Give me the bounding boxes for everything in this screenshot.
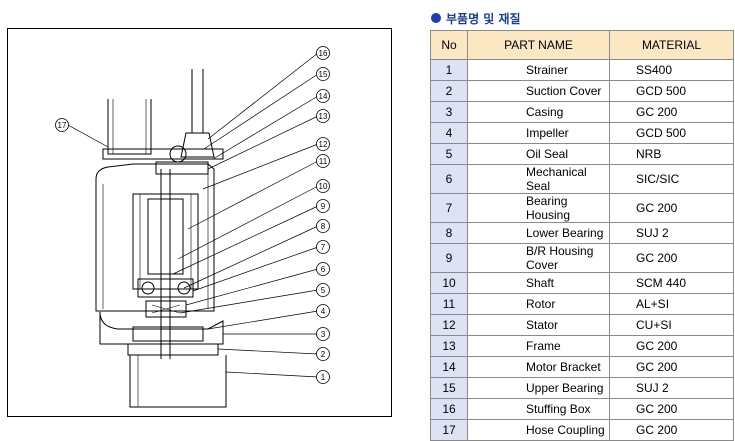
row-no: 2 [430, 80, 468, 102]
row-no: 13 [430, 335, 468, 357]
row-no: 11 [430, 293, 468, 315]
row-part-name: Stator [467, 314, 610, 336]
row-no: 8 [430, 222, 468, 244]
row-part-name: Oil Seal [467, 143, 610, 165]
row-part-name: Upper Bearing [467, 377, 610, 399]
row-part-name: Stuffing Box [467, 398, 610, 420]
section-title: 부품명 및 재질 [431, 9, 521, 27]
row-part-name: Frame [467, 335, 610, 357]
row-material: GC 200 [609, 243, 734, 273]
row-part-name: Strainer [467, 59, 610, 81]
callout-13: 13 [319, 112, 328, 121]
row-no: 9 [430, 243, 468, 273]
row-part-name: Motor Bracket [467, 356, 610, 378]
title-bullet-icon [431, 13, 441, 23]
callout-1: 1 [321, 373, 326, 382]
row-no: 4 [430, 122, 468, 144]
row-no: 3 [430, 101, 468, 123]
callout-16: 16 [319, 49, 328, 58]
row-part-name: Lower Bearing [467, 222, 610, 244]
callout-17: 17 [58, 121, 67, 130]
callout-2: 2 [321, 350, 326, 359]
header-material: MATERIAL [609, 30, 734, 60]
pump-cross-section-diagram: 16 15 14 13 12 11 10 9 8 7 6 5 4 [7, 28, 392, 417]
row-material: CU+SI [609, 314, 734, 336]
row-part-name: Rotor [467, 293, 610, 315]
row-material: GC 200 [609, 356, 734, 378]
header-no: No [430, 30, 468, 60]
row-part-name: Impeller [467, 122, 610, 144]
row-material: GC 200 [609, 335, 734, 357]
callout-4: 4 [321, 307, 326, 316]
row-no: 6 [430, 164, 468, 194]
row-material: GC 200 [609, 101, 734, 123]
callout-7: 7 [321, 243, 326, 252]
row-no: 16 [430, 398, 468, 420]
row-part-name: Casing [467, 101, 610, 123]
row-material: SUJ 2 [609, 222, 734, 244]
row-material: GCD 500 [609, 122, 734, 144]
row-part-name: Suction Cover [467, 80, 610, 102]
pump-drawing: 16 15 14 13 12 11 10 9 8 7 6 5 4 [55, 46, 330, 408]
callout-3: 3 [321, 330, 326, 339]
row-material: NRB [609, 143, 734, 165]
row-material: SUJ 2 [609, 377, 734, 399]
row-material: AL+SI [609, 293, 734, 315]
row-material: SIC/SIC [609, 164, 734, 194]
row-no: 14 [430, 356, 468, 378]
row-no: 15 [430, 377, 468, 399]
row-no: 10 [430, 272, 468, 294]
row-no: 7 [430, 193, 468, 223]
row-material: SS400 [609, 59, 734, 81]
callout-10: 10 [319, 182, 328, 191]
callout-9: 9 [321, 202, 326, 211]
callout-6: 6 [321, 265, 326, 274]
row-no: 1 [430, 59, 468, 81]
row-no: 12 [430, 314, 468, 336]
row-no: 5 [430, 143, 468, 165]
row-part-name: Bearing Housing [467, 193, 610, 223]
callout-11: 11 [319, 157, 328, 166]
callout-5: 5 [321, 286, 326, 295]
title-text: 부품명 및 재질 [446, 11, 521, 26]
row-material: GC 200 [609, 193, 734, 223]
row-material: GCD 500 [609, 80, 734, 102]
callout-8: 8 [321, 222, 326, 231]
row-material: GC 200 [609, 398, 734, 420]
callout-12: 12 [319, 140, 328, 149]
row-part-name: B/R Housing Cover [467, 243, 610, 273]
header-part-name: PART NAME [467, 30, 610, 60]
callout-14: 14 [319, 92, 328, 101]
row-part-name: Shaft [467, 272, 610, 294]
row-part-name: Mechanical Seal [467, 164, 610, 194]
table-header-row: No PART NAME MATERIAL [430, 30, 734, 60]
row-material: SCM 440 [609, 272, 734, 294]
callout-15: 15 [319, 70, 328, 79]
